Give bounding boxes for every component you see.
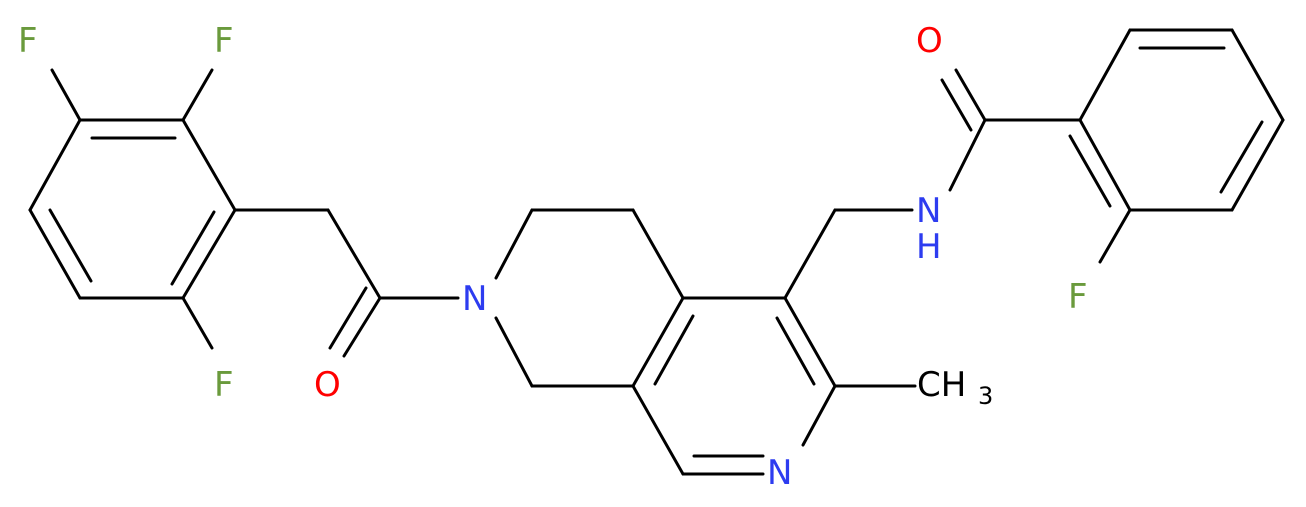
bond [948,118,987,192]
bond [50,68,82,122]
bond [1068,134,1112,208]
bond [326,208,382,300]
bond [631,384,685,476]
bond [28,208,82,300]
bond [801,384,837,447]
fluorine-atom-label: F [1068,277,1088,317]
bond [342,296,382,358]
methyl-subscript: 3 [978,382,993,410]
bond [170,210,216,286]
bond [1230,28,1285,122]
bond [1078,118,1132,212]
bond [631,208,685,300]
bond [1078,28,1132,122]
bond [48,208,93,283]
bond [783,296,837,388]
oxygen-atom-label: O [314,365,341,405]
bond [494,208,534,280]
hydrogen-atom-label: H [916,227,942,267]
bond [494,316,534,388]
nitrogen-atom-label: N [767,453,792,493]
fluorine-atom-label: F [214,21,234,61]
nitrogen-atom-label: N [916,191,941,231]
oxygen-atom-label: O [916,21,943,61]
bond [181,118,237,212]
bond [181,208,237,300]
bond [181,296,214,350]
bond [775,316,816,386]
bond [653,314,695,386]
fluorine-atom-label: F [214,365,234,405]
fluorine-atom-label: F [18,21,38,61]
bond [328,286,368,350]
atom-labels: F F F O N N CH 3 N H O F [18,21,1088,493]
bond [631,296,685,388]
bond [1230,118,1285,212]
bond [954,68,987,122]
bonds [28,28,1285,476]
bond [940,78,973,132]
nitrogen-atom-label: N [462,279,487,319]
bond [1098,208,1132,264]
bond [181,68,214,122]
bond [783,208,837,300]
bond [28,118,82,212]
methyl-label: CH [917,365,966,405]
bond [1219,120,1264,194]
